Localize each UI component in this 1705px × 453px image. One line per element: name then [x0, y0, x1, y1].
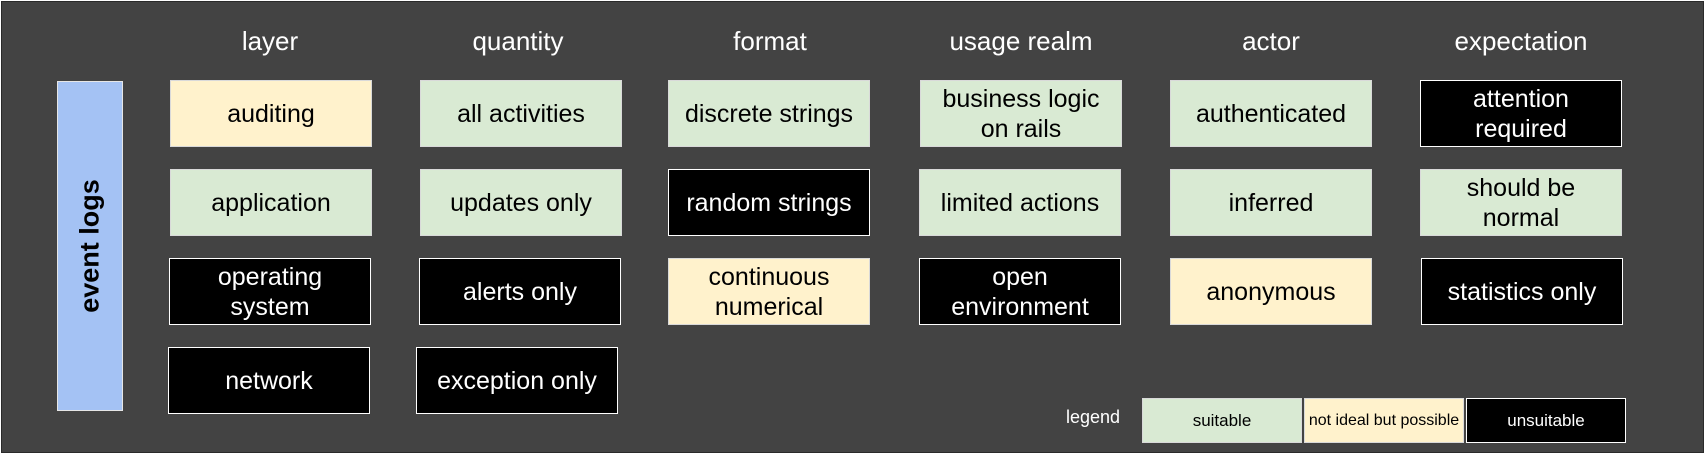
box-authenticated: authenticated	[1170, 80, 1372, 147]
box-business-logic-on-rails: business logic on rails	[920, 80, 1122, 147]
box-limited-actions: limited actions	[919, 169, 1121, 236]
column-header-quantity: quantity	[472, 26, 564, 56]
box-network: network	[168, 347, 370, 414]
legend-title: legend	[1066, 407, 1121, 427]
box-discrete-strings: discrete strings	[668, 80, 870, 147]
column-header-format: format	[733, 26, 807, 56]
box-operating-system: operating system	[169, 258, 371, 325]
box-attention-required: attention required	[1420, 80, 1622, 147]
box-inferred: inferred	[1170, 169, 1372, 236]
column-header-usage-realm: usage realm	[949, 26, 1093, 56]
box-all-activities: all activities	[420, 80, 622, 147]
event-logs-label-box: event logs	[57, 81, 123, 411]
column-header-actor: actor	[1242, 26, 1300, 56]
box-updates-only: updates only	[420, 169, 622, 236]
box-alerts-only: alerts only	[419, 258, 621, 325]
column-header-layer: layer	[241, 26, 299, 56]
box-anonymous: anonymous	[1170, 258, 1372, 325]
box-application: application	[170, 169, 372, 236]
box-open-environment: open environment	[919, 258, 1121, 325]
box-should-be-normal: should be normal	[1420, 169, 1622, 236]
legend-suitable: suitable	[1142, 398, 1302, 443]
box-statistics-only: statistics only	[1421, 258, 1623, 325]
column-header-expectation: expectation	[1454, 26, 1588, 56]
box-random-strings: random strings	[668, 169, 870, 236]
legend-not-ideal: not ideal but possible	[1304, 398, 1464, 443]
event-logs-label: event logs	[74, 179, 105, 313]
box-auditing: auditing	[170, 80, 372, 147]
legend-unsuitable: unsuitable	[1466, 398, 1626, 443]
box-continuous-numerical: continuous numerical	[668, 258, 870, 325]
box-exception-only: exception only	[416, 347, 618, 414]
